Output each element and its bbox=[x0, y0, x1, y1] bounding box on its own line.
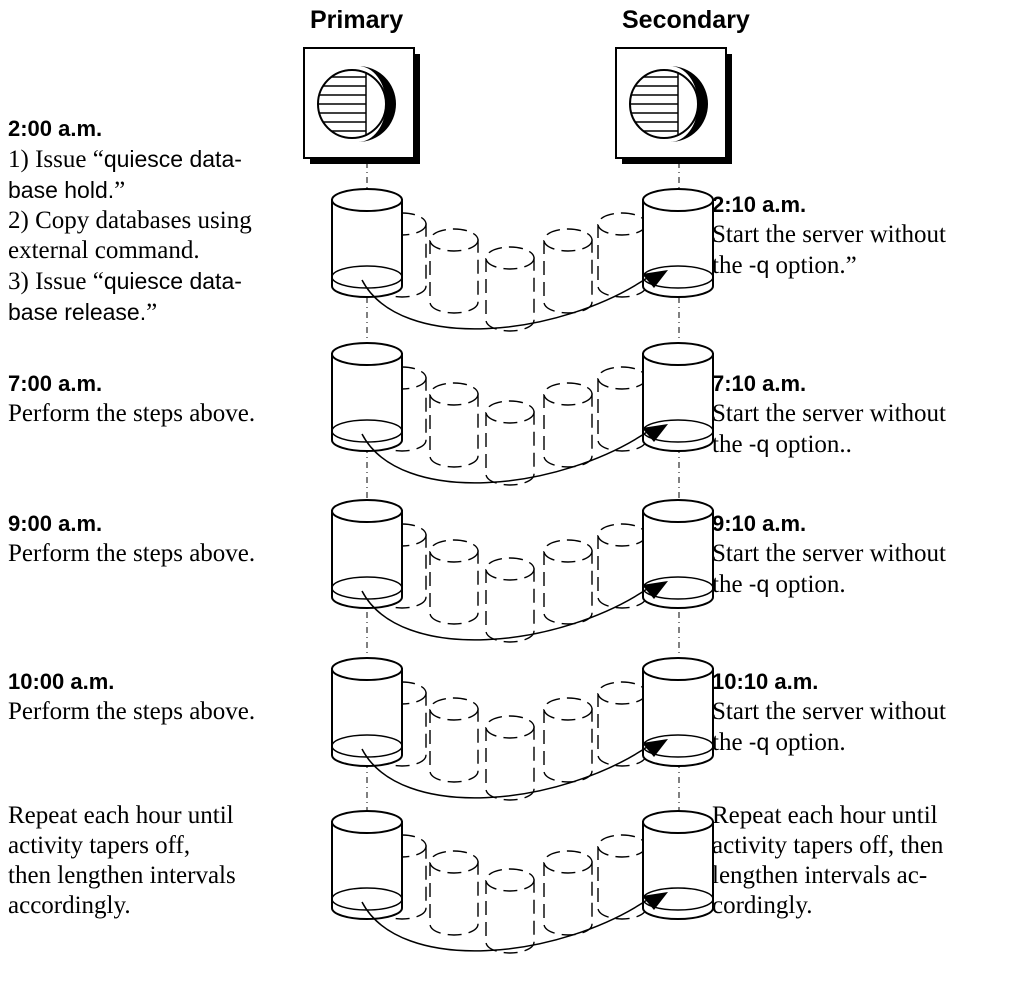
left-repeat-note: Repeat each hour until activity tapers o… bbox=[8, 801, 236, 921]
backup-cylinder-icon bbox=[430, 698, 478, 782]
right-note-line: Start the server without bbox=[712, 399, 946, 429]
right-repeat-line: lengthen intervals ac- bbox=[712, 861, 1012, 891]
backup-cylinder-icon bbox=[544, 698, 592, 782]
right-note-line: Start the server without bbox=[712, 697, 946, 727]
database-cylinder-icon bbox=[332, 658, 402, 766]
backup-cylinder-icon bbox=[598, 213, 646, 297]
right-note-line: the -q option. bbox=[712, 727, 946, 758]
database-cylinder-icon bbox=[332, 189, 402, 297]
right-note-time: 7:10 a.m. bbox=[712, 369, 946, 399]
right-note-time: 2:10 a.m. bbox=[712, 190, 946, 220]
right-repeat-line: activity tapers off, then bbox=[712, 831, 1012, 861]
backup-cylinder-icon bbox=[430, 229, 478, 313]
left-note-line: base hold.” bbox=[8, 175, 252, 206]
backup-cylinder-icon bbox=[486, 869, 534, 953]
right-note-3: 10:10 a.m. Start the server without the … bbox=[712, 667, 946, 758]
right-note-time: 10:10 a.m. bbox=[712, 667, 946, 697]
left-note-line: Perform the steps above. bbox=[8, 399, 255, 429]
backup-cylinder-icon bbox=[598, 835, 646, 919]
right-note-line: Start the server without bbox=[712, 539, 946, 569]
backup-cylinder-icon bbox=[544, 540, 592, 624]
database-cylinder-icon bbox=[332, 500, 402, 608]
primary-header: Primary bbox=[310, 6, 403, 35]
left-note-2: 9:00 a.m. Perform the steps above. bbox=[8, 509, 255, 569]
left-note-line: 3) Issue “quiesce data- bbox=[8, 266, 252, 297]
left-note-time: 9:00 a.m. bbox=[8, 509, 255, 539]
left-repeat-line: accordingly. bbox=[8, 891, 236, 921]
right-repeat-note: Repeat each hour until activity tapers o… bbox=[712, 801, 1012, 921]
server-disk-icon bbox=[616, 48, 732, 164]
left-note-line: base release.” bbox=[8, 297, 252, 328]
right-note-2: 9:10 a.m. Start the server without the -… bbox=[712, 509, 946, 600]
left-note-time: 2:00 a.m. bbox=[8, 114, 252, 144]
left-note-line: 2) Copy databases using bbox=[8, 206, 252, 236]
left-note-time: 10:00 a.m. bbox=[8, 667, 255, 697]
left-note-0: 2:00 a.m. 1) Issue “quiesce data- base h… bbox=[8, 114, 252, 328]
left-note-time: 7:00 a.m. bbox=[8, 369, 255, 399]
backup-cylinder-icon bbox=[486, 716, 534, 800]
secondary-header: Secondary bbox=[622, 6, 750, 35]
database-cylinder-icon bbox=[332, 343, 402, 451]
right-repeat-line: cordingly. bbox=[712, 891, 1012, 921]
backup-cylinder-icon bbox=[486, 558, 534, 642]
backup-cylinder-icon bbox=[598, 367, 646, 451]
backup-cylinder-icon bbox=[544, 851, 592, 935]
left-note-3: 10:00 a.m. Perform the steps above. bbox=[8, 667, 255, 727]
backup-cylinder-icon bbox=[430, 851, 478, 935]
right-repeat-line: Repeat each hour until bbox=[712, 801, 1012, 831]
replication-row bbox=[332, 189, 713, 331]
backup-cylinder-icon bbox=[486, 247, 534, 331]
backup-cylinder-icon bbox=[598, 524, 646, 608]
left-repeat-line: activity tapers off, bbox=[8, 831, 236, 861]
replication-row bbox=[332, 658, 713, 800]
left-note-line: Perform the steps above. bbox=[8, 697, 255, 727]
right-note-line: the -q option.. bbox=[712, 429, 946, 460]
backup-cylinder-icon bbox=[430, 540, 478, 624]
backup-cylinder-icon bbox=[598, 682, 646, 766]
left-repeat-line: then lengthen intervals bbox=[8, 861, 236, 891]
server-disk-icon bbox=[304, 48, 420, 164]
right-note-1: 7:10 a.m. Start the server without the -… bbox=[712, 369, 946, 460]
replication-row bbox=[332, 500, 713, 642]
right-note-line: the -q option. bbox=[712, 569, 946, 600]
right-note-line: Start the server without bbox=[712, 220, 946, 250]
left-note-line: external command. bbox=[8, 236, 252, 266]
replication-row bbox=[332, 343, 713, 485]
database-cylinder-icon bbox=[332, 811, 402, 919]
right-note-0: 2:10 a.m. Start the server without the -… bbox=[712, 190, 946, 281]
left-note-line: 1) Issue “quiesce data- bbox=[8, 144, 252, 175]
left-note-line: Perform the steps above. bbox=[8, 539, 255, 569]
right-note-line: the -q option.” bbox=[712, 250, 946, 281]
replication-row bbox=[332, 811, 713, 953]
left-note-1: 7:00 a.m. Perform the steps above. bbox=[8, 369, 255, 429]
backup-cylinder-icon bbox=[486, 401, 534, 485]
left-repeat-line: Repeat each hour until bbox=[8, 801, 236, 831]
backup-cylinder-icon bbox=[544, 383, 592, 467]
backup-cylinder-icon bbox=[544, 229, 592, 313]
right-note-time: 9:10 a.m. bbox=[712, 509, 946, 539]
backup-cylinder-icon bbox=[430, 383, 478, 467]
